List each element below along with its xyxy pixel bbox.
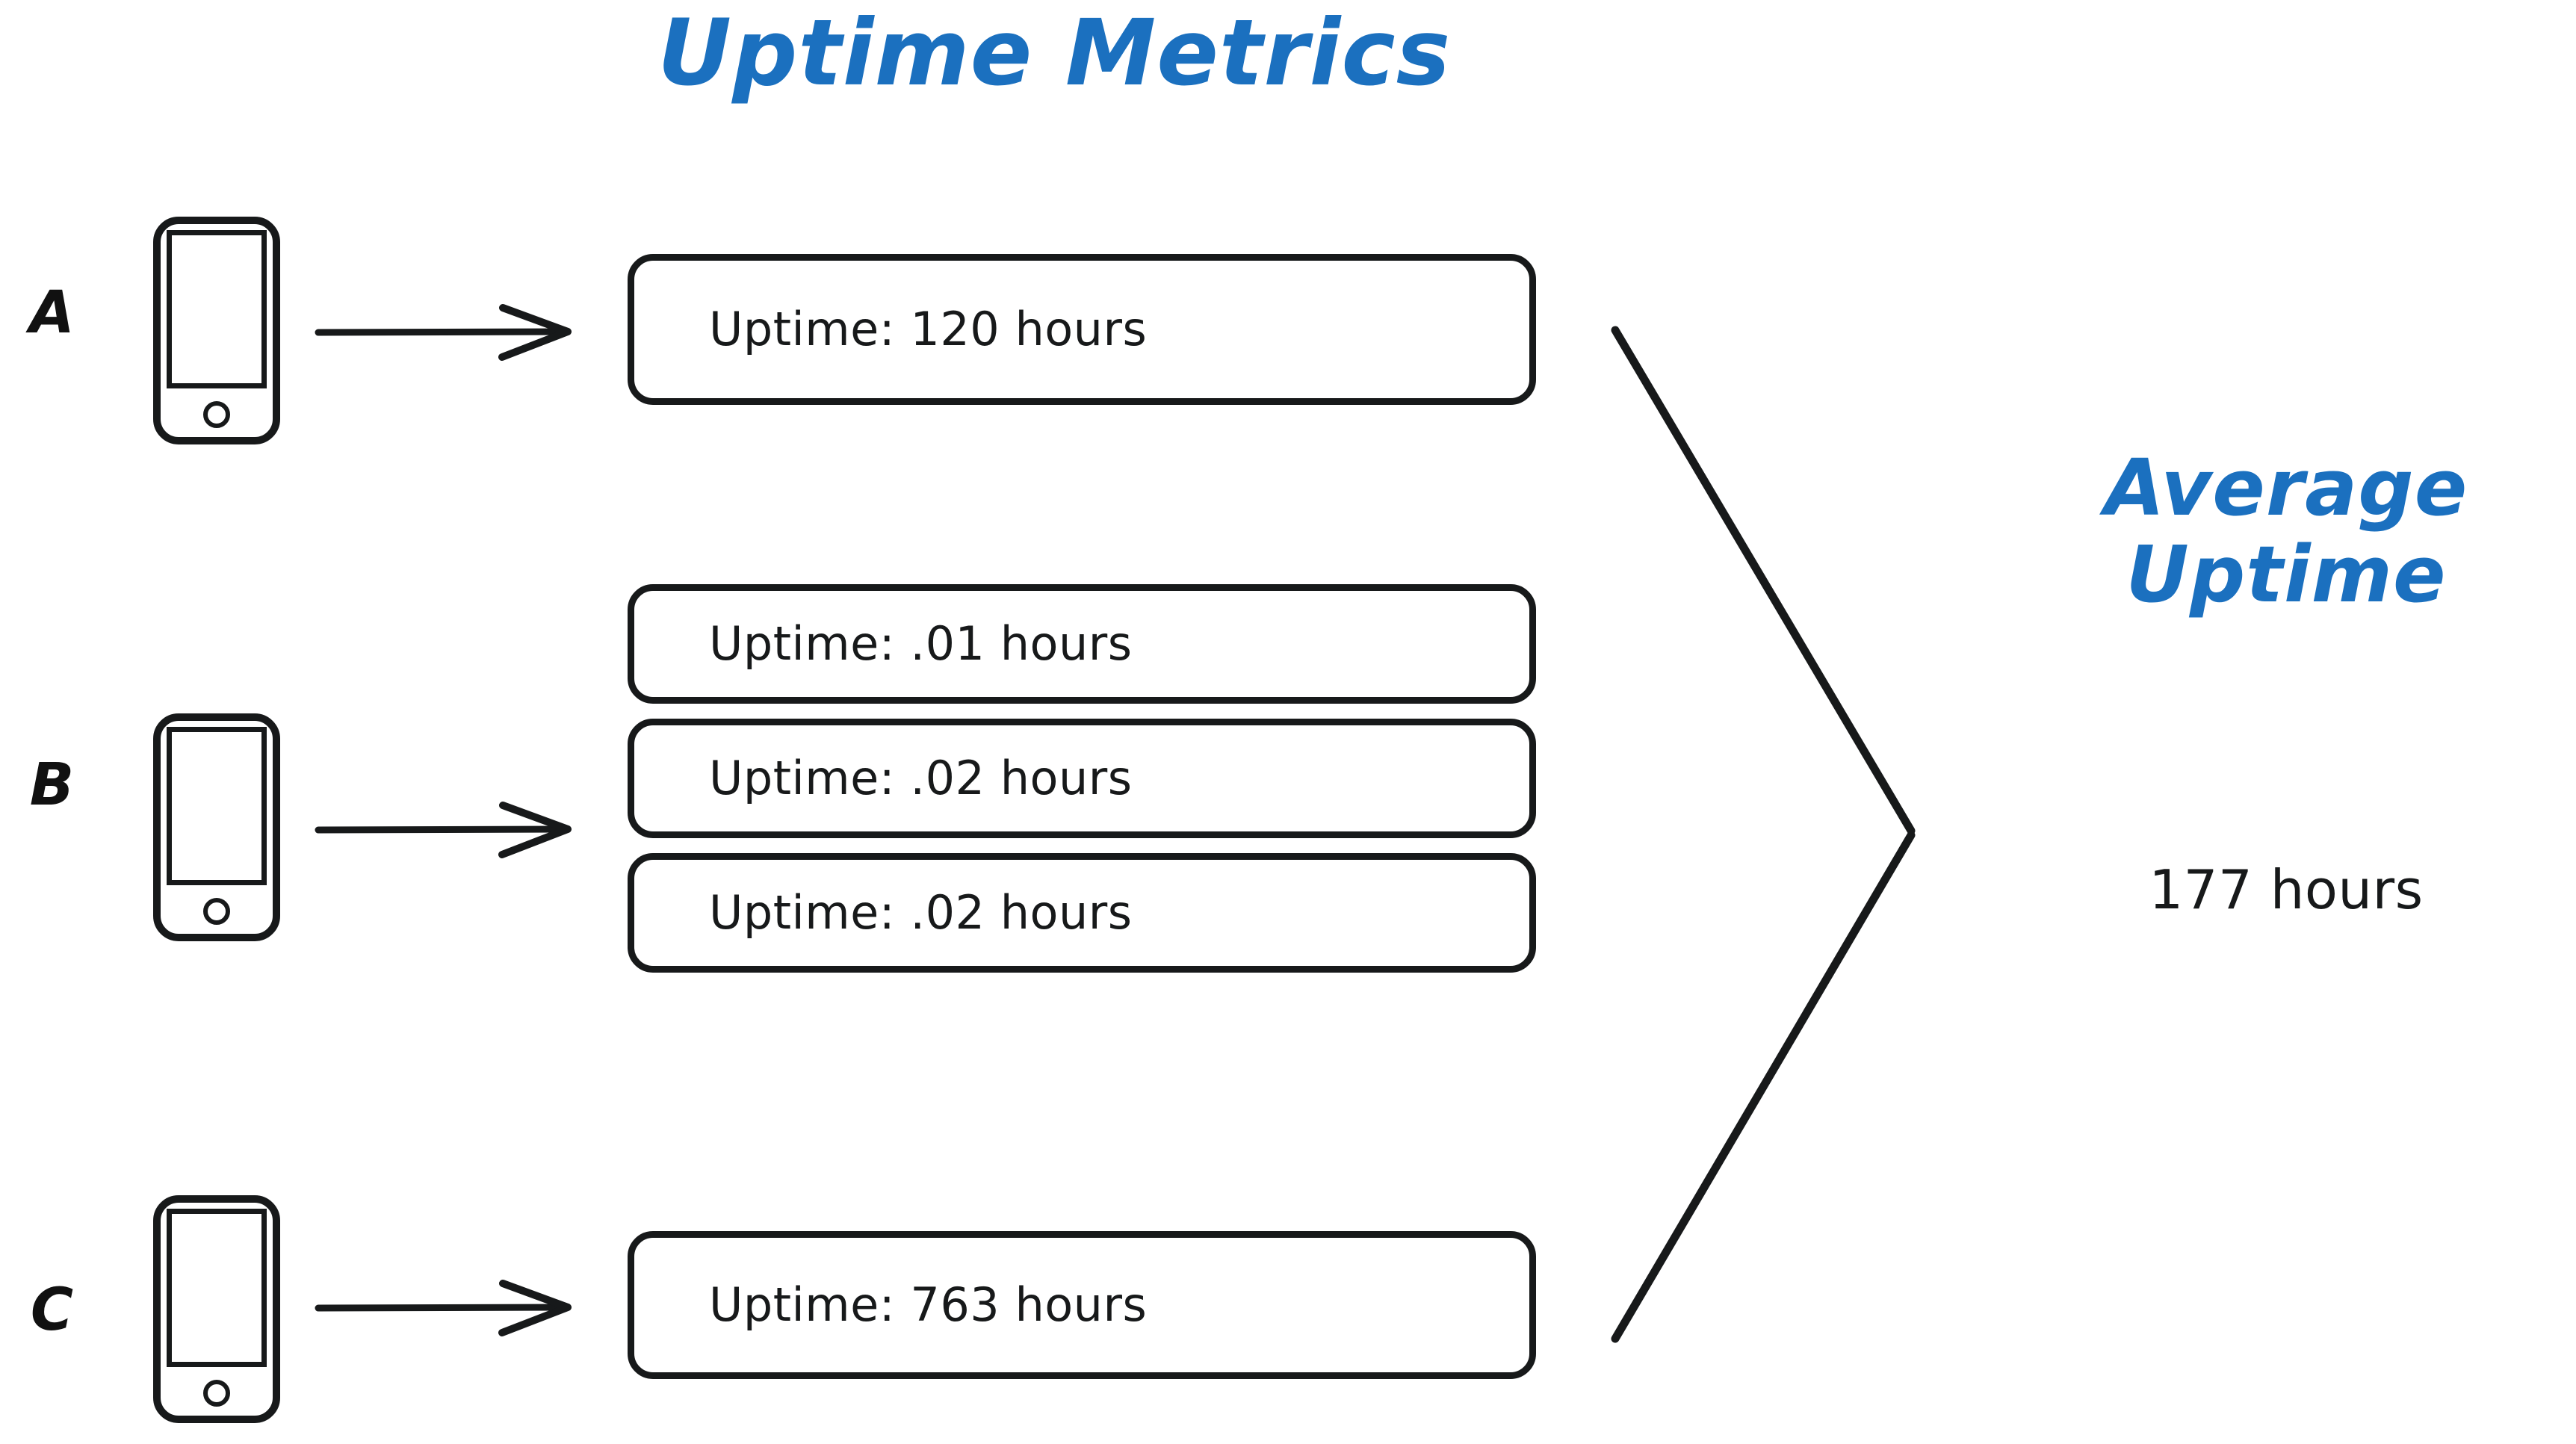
metric-box[interactable]: Uptime: .02 hours: [628, 719, 1536, 838]
summary-title-line-2: Uptime: [2125, 529, 2447, 621]
metric-label: Uptime: .02 hours: [709, 885, 1133, 940]
summary-title: Average Uptime: [2002, 444, 2570, 619]
metric-label: Uptime: 120 hours: [709, 302, 1148, 356]
phone-home-button-icon: [203, 898, 230, 925]
phone-home-button-icon: [203, 1380, 230, 1407]
summary-value: 177 hours: [2149, 858, 2424, 921]
phone-screen: [167, 1209, 267, 1367]
mobile-phone-icon: [153, 1195, 280, 1423]
arrow-right-icon: [315, 802, 572, 858]
metric-label: Uptime: .01 hours: [709, 616, 1133, 671]
mobile-phone-icon: [153, 713, 280, 941]
mobile-phone-icon: [153, 217, 280, 444]
arrow-right-icon: [315, 1280, 572, 1336]
metric-box[interactable]: Uptime: 763 hours: [628, 1231, 1536, 1379]
page-title: Uptime Metrics: [657, 0, 1452, 106]
metric-label: Uptime: .02 hours: [709, 751, 1133, 805]
metric-box[interactable]: Uptime: 120 hours: [628, 254, 1536, 405]
summary-title-line-1: Average: [2104, 442, 2468, 533]
device-label-c: C: [30, 1277, 75, 1344]
arrow-right-icon: [315, 304, 572, 361]
phone-screen: [167, 727, 267, 885]
device-label-b: B: [29, 752, 75, 819]
phone-screen: [167, 230, 267, 388]
metric-box[interactable]: Uptime: .01 hours: [628, 584, 1536, 704]
metric-label: Uptime: 763 hours: [709, 1277, 1148, 1332]
converge-chevron-icon: [1611, 326, 1916, 1343]
phone-home-button-icon: [203, 401, 230, 428]
metric-box[interactable]: Uptime: .02 hours: [628, 853, 1536, 973]
device-label-a: A: [29, 279, 75, 347]
